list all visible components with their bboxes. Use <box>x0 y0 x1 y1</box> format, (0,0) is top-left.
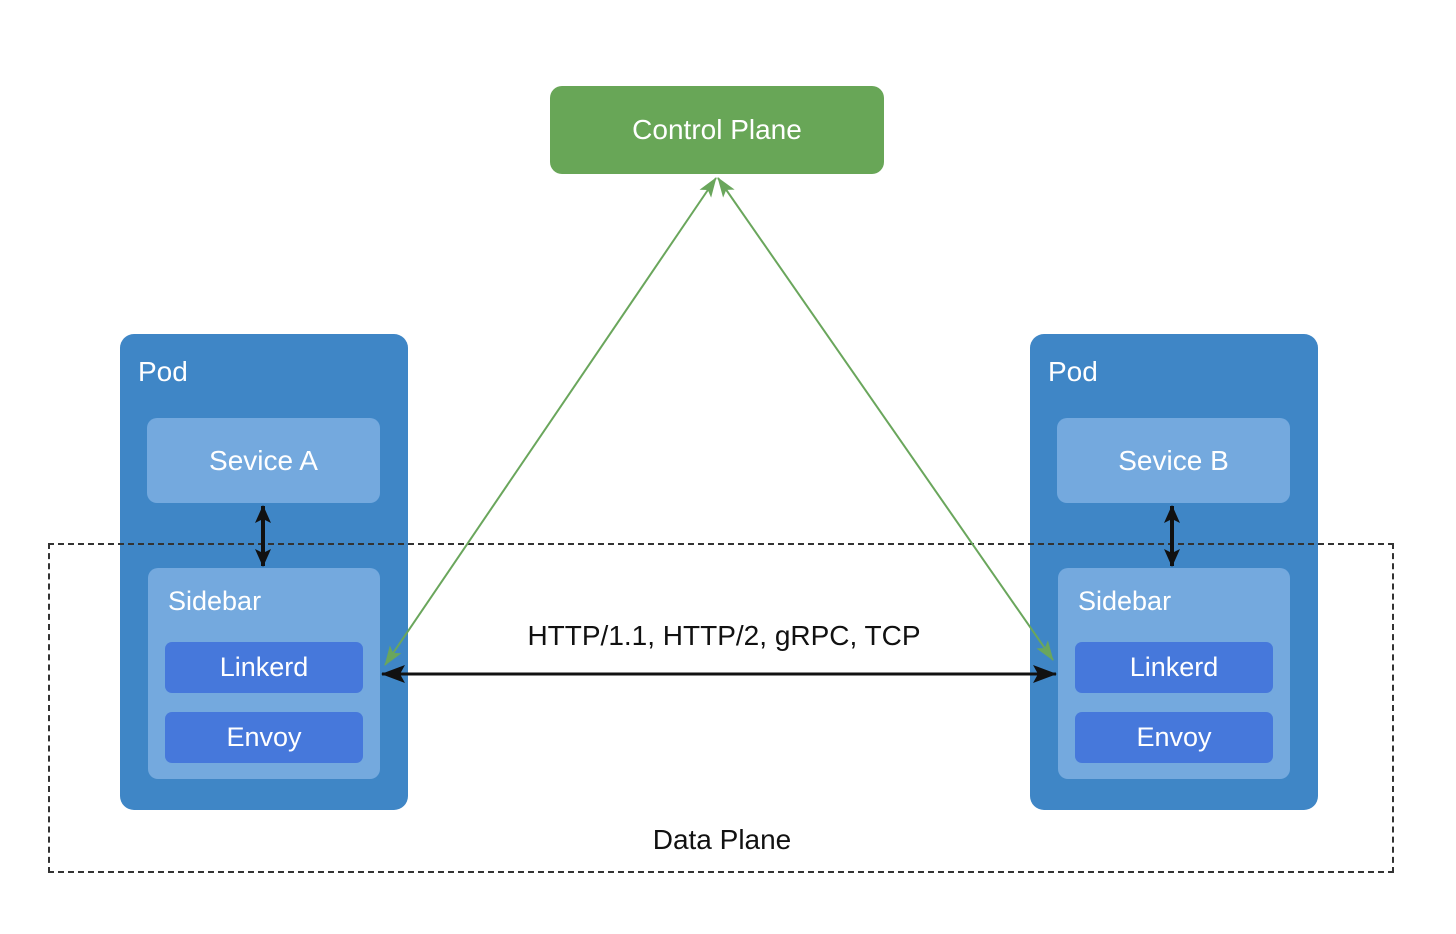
control-plane-to-sidebar-a-arrow <box>384 177 717 666</box>
linkerd-a-box: Linkerd <box>165 642 363 693</box>
service-b-box: Sevice B <box>1057 418 1290 503</box>
linkerd-a-label: Linkerd <box>219 652 309 682</box>
envoy-b-box: Envoy <box>1075 712 1273 763</box>
pod-b-label: Pod <box>1048 356 1098 387</box>
control-plane-box: Control Plane <box>550 86 884 174</box>
control-plane-to-sidebar-b-arrow <box>717 177 1054 661</box>
service-a-box: Sevice A <box>147 418 380 503</box>
sidebar-a-box: Sidebar Linkerd Envoy <box>148 568 380 779</box>
pod-a-box: Pod Sevice A Sidebar Linkerd Envoy <box>120 334 408 810</box>
control-plane-label: Control Plane <box>632 114 802 145</box>
envoy-a-label: Envoy <box>226 722 302 752</box>
linkerd-b-label: Linkerd <box>1129 652 1219 682</box>
pod-b-box: Pod Sevice B Sidebar Linkerd Envoy <box>1030 334 1318 810</box>
envoy-a-box: Envoy <box>165 712 363 763</box>
envoy-b-label: Envoy <box>1136 722 1212 752</box>
sidebar-b-box: Sidebar Linkerd Envoy <box>1058 568 1290 779</box>
service-a-label: Sevice A <box>209 444 318 476</box>
data-plane-label: Data Plane <box>652 824 792 855</box>
pod-a-label: Pod <box>138 356 188 387</box>
pod-to-pod-protocols-label: HTTP/1.1, HTTP/2, gRPC, TCP <box>527 620 921 651</box>
service-b-label: Sevice B <box>1118 444 1229 476</box>
linkerd-b-box: Linkerd <box>1075 642 1273 693</box>
sidebar-b-label: Sidebar <box>1078 586 1172 616</box>
sidebar-a-label: Sidebar <box>168 586 262 616</box>
